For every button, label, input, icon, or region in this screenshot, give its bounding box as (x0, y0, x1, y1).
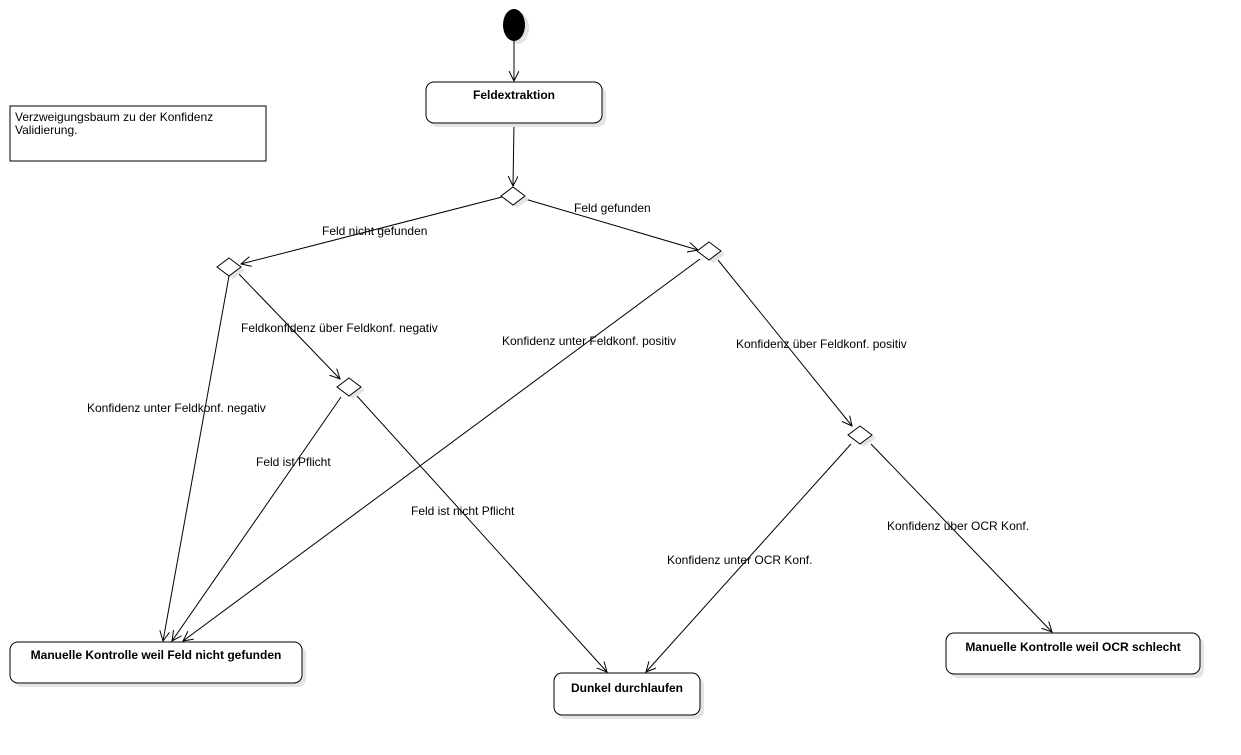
edge-konf-ueber-ocr[interactable] (870, 443, 1052, 632)
decision-not-found[interactable] (216, 257, 242, 277)
action-label: Feldextraktion (473, 88, 555, 102)
edge-feldkonf-ueber-negativ[interactable] (237, 272, 340, 379)
edge-feld-gefunden[interactable] (524, 198, 698, 250)
edge-konf-unter-positiv[interactable] (183, 258, 701, 641)
label-konf-ueber-ocr: Konfidenz über OCR Konf. (887, 519, 1029, 533)
edges (163, 41, 1052, 672)
decision-pflicht[interactable] (336, 377, 362, 397)
decision-feld-gefunden[interactable] (500, 186, 526, 206)
note-text-line1: Verzweigungsbaum zu der Konfidenz (15, 110, 213, 124)
label-konf-unter-negativ: Konfidenz unter Feldkonf. negativ (87, 401, 266, 415)
action-label: Manuelle Kontrolle weil OCR schlecht (965, 640, 1180, 654)
edge-labels: Feld nicht gefunden Feld gefunden Feldko… (87, 201, 1029, 567)
edge-feld-nicht-gefunden[interactable] (241, 196, 503, 264)
label-feld-nicht-gefunden: Feld nicht gefunden (322, 224, 427, 238)
label-feld-pflicht: Feld ist Pflicht (256, 455, 331, 469)
action-label: Dunkel durchlaufen (571, 681, 683, 695)
action-dunkel-durchlaufen[interactable]: Dunkel durchlaufen (553, 672, 704, 719)
edge-konf-unter-negativ[interactable] (163, 275, 230, 641)
action-manual-not-found[interactable]: Manuelle Kontrolle weil Feld nicht gefun… (9, 641, 306, 687)
action-feldextraktion[interactable]: Feldextraktion (425, 81, 606, 127)
decision-nodes (216, 186, 876, 447)
label-konf-unter-ocr: Konfidenz unter OCR Konf. (667, 553, 812, 567)
initial-node[interactable] (503, 9, 525, 41)
edge-extraction-to-decision[interactable] (513, 122, 514, 186)
label-feld-gefunden: Feld gefunden (574, 201, 651, 215)
label-konf-unter-positiv: Konfidenz unter Feldkonf. positiv (502, 334, 676, 348)
edge-feld-nicht-pflicht[interactable] (356, 395, 607, 672)
label-feld-nicht-pflicht: Feld ist nicht Pflicht (411, 504, 515, 518)
edge-konf-unter-ocr[interactable] (646, 443, 852, 672)
label-konf-ueber-positiv: Konfidenz über Feldkonf. positiv (736, 337, 907, 351)
edge-konf-ueber-positiv[interactable] (717, 259, 852, 426)
action-manual-ocr[interactable]: Manuelle Kontrolle weil OCR schlecht (945, 632, 1204, 678)
label-feldkonf-ueber-negativ: Feldkonfidenz über Feldkonf. negativ (241, 321, 438, 335)
edge-feld-pflicht[interactable] (172, 396, 342, 641)
decision-ocr[interactable] (847, 425, 873, 445)
decision-found[interactable] (696, 241, 722, 261)
note-text-line2: Validierung. (15, 123, 77, 137)
action-label: Manuelle Kontrolle weil Feld nicht gefun… (31, 648, 282, 662)
note-box[interactable]: Verzweigungsbaum zu der Konfidenz Validi… (9, 105, 267, 162)
